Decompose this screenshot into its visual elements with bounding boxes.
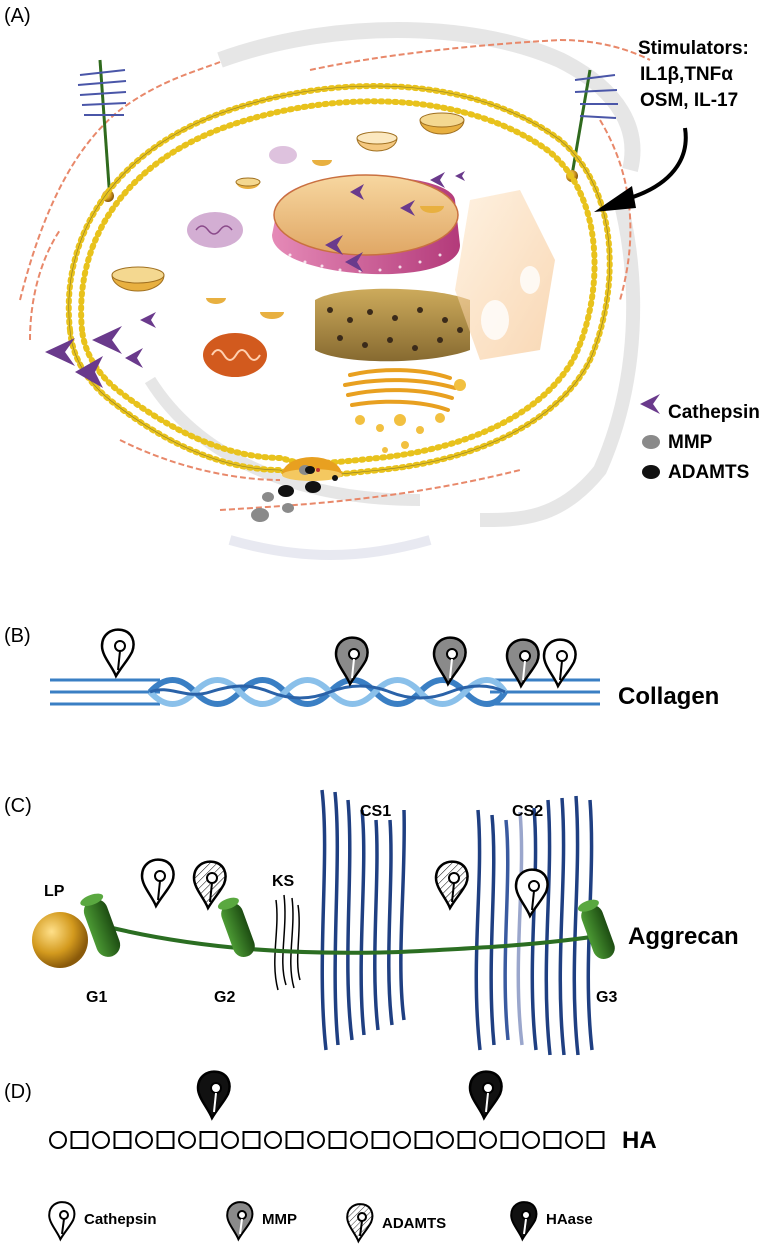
ha-glucosamine-unit (199, 1131, 218, 1149)
ha-glucosamine-unit (543, 1131, 562, 1149)
ha-glucuronic-unit (479, 1131, 497, 1149)
adamts-scissor-icon (434, 860, 469, 910)
ha-glucuronic-unit (221, 1131, 239, 1149)
stimulators-line-1: IL1β,TNFα (640, 64, 733, 85)
ha-glucosamine-unit (457, 1131, 476, 1149)
ha-glucuronic-unit (522, 1131, 540, 1149)
ha-glucuronic-unit (49, 1131, 67, 1149)
mmp-dot-icon (642, 435, 660, 449)
cs1-label: CS1 (360, 803, 391, 820)
adamts-scissor-icon (346, 1203, 374, 1243)
ha-glucosamine-unit (285, 1131, 304, 1149)
mmp-scissor-icon (505, 638, 540, 688)
ha-glucuronic-unit (350, 1131, 368, 1149)
ha-glucuronic-unit (92, 1131, 110, 1149)
stimulators-line-2: OSM, IL-17 (640, 90, 738, 111)
g3-label: G3 (596, 989, 617, 1006)
panel-b-label: (B) (4, 625, 31, 647)
haase-scissor-icon (510, 1201, 538, 1241)
legend-bottom: Cathepsin MMP ADAMTS HAase (48, 1201, 593, 1243)
aggrecan-molecule (32, 789, 615, 1056)
chondrocyte-stack (455, 190, 555, 360)
ha-glucosamine-unit (156, 1131, 175, 1149)
golgi-apparatus (343, 368, 466, 453)
cs2-label: CS2 (512, 803, 543, 820)
legend-cathepsin-label: Cathepsin (668, 402, 760, 423)
endoplasmic-reticulum (315, 288, 470, 362)
cathepsin-scissor-icon (514, 868, 549, 918)
ha-glucosamine-unit (414, 1131, 433, 1149)
g1-label: G1 (86, 989, 107, 1006)
collagen-chain-network (19, 38, 651, 511)
cs1-chains (320, 789, 406, 1051)
legend-adamts-label: ADAMTS (668, 462, 749, 483)
ha-glucuronic-unit (178, 1131, 196, 1149)
ha-glucuronic-unit (307, 1131, 325, 1149)
cs2-chains (474, 795, 594, 1056)
panel-c-label: (C) (4, 795, 32, 817)
lp-label: LP (44, 883, 65, 900)
legend-bottom-adamts: ADAMTS (382, 1215, 446, 1232)
collagen-cleavage-sites (100, 628, 577, 688)
cathepsin-scissor-icon (48, 1201, 76, 1241)
ha-glucosamine-unit (586, 1131, 605, 1149)
link-protein-ball (32, 912, 88, 968)
panel-a-label: (A) (4, 5, 31, 27)
legend-mmp-label: MMP (668, 432, 713, 453)
collagen-label: Collagen (618, 683, 719, 710)
lysosomes (111, 112, 465, 481)
aggrecan-label: Aggrecan (628, 923, 739, 950)
haase-scissor-icon (196, 1070, 231, 1120)
panel-d-label: (D) (4, 1081, 32, 1103)
ha-glucosamine-unit (371, 1131, 390, 1149)
legend-bottom-haase: HAase (546, 1211, 593, 1228)
mmp-scissor-icon (334, 636, 369, 686)
ha-glucosamine-unit (70, 1131, 89, 1149)
ha-glucosamine-unit (242, 1131, 261, 1149)
ha-glucosamine-unit (328, 1131, 347, 1149)
legend-bottom-cathepsin: Cathepsin (84, 1211, 157, 1228)
ha-glucosamine-unit (113, 1131, 132, 1149)
g3-domain (577, 899, 615, 959)
ks-label: KS (272, 873, 295, 890)
collagen-fibril (50, 677, 600, 707)
adamts-dot-icon (642, 465, 660, 479)
ha-cleavage-sites (196, 1070, 503, 1120)
ha-glucuronic-unit (135, 1131, 153, 1149)
stimulator-arrow (594, 127, 688, 212)
cathepsin-molecules (45, 171, 465, 388)
ha-glucuronic-unit (393, 1131, 411, 1149)
g2-domain (217, 897, 255, 957)
aggrecan-cleavage-sites (140, 858, 549, 918)
mmp-scissor-icon (432, 636, 467, 686)
g2-label: G2 (214, 989, 235, 1006)
nucleus (272, 174, 460, 275)
stimulators-title: Stimulators: (638, 38, 749, 59)
mitochondria (187, 146, 297, 377)
ha-glucosamine-unit (500, 1131, 519, 1149)
ha-label: HA (622, 1127, 657, 1154)
cathepsin-crescent-icon (640, 394, 660, 414)
adamts-scissor-icon (192, 860, 227, 910)
ha-glucuronic-unit (565, 1131, 583, 1149)
cell-membrane (65, 83, 613, 480)
ha-glucuronic-unit (436, 1131, 454, 1149)
cathepsin-scissor-icon (542, 638, 577, 688)
ha-glucuronic-unit (264, 1131, 282, 1149)
mmp-scissor-icon (226, 1201, 254, 1241)
ks-chains (274, 894, 301, 991)
legend-bottom-mmp: MMP (262, 1211, 297, 1228)
hyaluronan-chain (49, 1131, 605, 1149)
legend-panel-a: Cathepsin MMP ADAMTS (640, 394, 760, 483)
haase-scissor-icon (468, 1070, 503, 1120)
core-protein (99, 923, 606, 955)
secreted-proteases (251, 465, 321, 522)
cathepsin-scissor-icon (100, 628, 135, 678)
aggrecan-labels: LP G1 G2 G3 KS CS1 CS2 (44, 803, 617, 1006)
cathepsin-scissor-icon (140, 858, 175, 908)
g1-domain (80, 893, 121, 957)
